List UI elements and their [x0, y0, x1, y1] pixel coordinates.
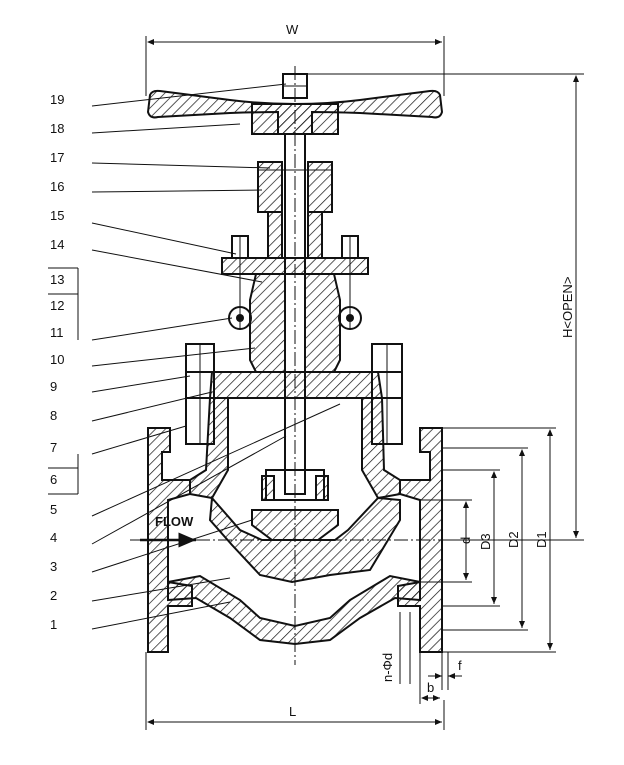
- bolt-hole-dimensions: n-Φd f b: [380, 612, 462, 704]
- dimension-label-d1: D1: [534, 531, 549, 548]
- dimension-label-d3: D3: [478, 533, 493, 550]
- dimension-label-h: H<OPEN>: [560, 277, 575, 338]
- dimension-label-d2: D2: [506, 531, 521, 548]
- part-number: 6: [50, 472, 57, 487]
- dimension-label-f: f: [458, 658, 462, 673]
- part-callouts: 19 18 17 16 15 14 13 12 11 10 9 8 7 6 5 …: [48, 83, 341, 632]
- part-number: 15: [50, 208, 64, 223]
- dimension-label-l: L: [289, 704, 296, 719]
- dimension-label-w: W: [286, 22, 299, 37]
- part-number: 3: [50, 559, 57, 574]
- part-number: 13: [50, 272, 64, 287]
- part-number: 19: [50, 92, 64, 107]
- part-number: 2: [50, 588, 57, 603]
- part-number: 5: [50, 502, 57, 517]
- part-number: 7: [50, 440, 57, 455]
- yoke-nut: [257, 161, 333, 213]
- flow-label: FLOW: [155, 514, 194, 529]
- part-number: 16: [50, 179, 64, 194]
- bonnet: [208, 211, 384, 399]
- part-number: 11: [50, 325, 64, 340]
- dimension-label-d: d: [458, 537, 473, 544]
- part-number: 9: [50, 379, 57, 394]
- dimension-label-nd: n-Φd: [380, 653, 395, 682]
- dimension-w: W: [145, 22, 445, 96]
- dimension-label-b: b: [427, 680, 434, 695]
- part-number: 1: [50, 617, 57, 632]
- part-number: 8: [50, 408, 57, 423]
- part-number: 14: [50, 237, 64, 252]
- flange-dimensions: D1 D2 D3 d: [420, 427, 556, 653]
- disc: [251, 469, 339, 541]
- part-number: 18: [50, 121, 64, 136]
- part-number: 10: [50, 352, 64, 367]
- dimension-h: H<OPEN>: [307, 73, 584, 541]
- part-number: 4: [50, 530, 57, 545]
- dimension-l: L: [145, 652, 445, 730]
- part-number: 17: [50, 150, 64, 165]
- part-number: 12: [50, 298, 64, 313]
- flow-indicator: FLOW: [140, 514, 196, 548]
- handwheel: [146, 73, 444, 135]
